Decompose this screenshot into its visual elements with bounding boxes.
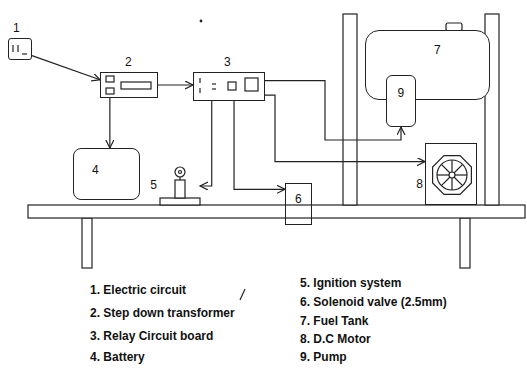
callout-number: 8	[416, 177, 423, 191]
relay-component	[245, 78, 258, 91]
relay-contact	[212, 88, 216, 89]
parts-key-entry: 1. Electric circuit	[90, 283, 186, 297]
parts-key-text: 5. Ignition system	[300, 276, 401, 290]
transformer-display	[121, 82, 151, 89]
transformer-terminal	[106, 76, 114, 82]
parts-key-text: 9. Pump	[300, 350, 347, 364]
callout-number: 1	[13, 21, 20, 35]
parts-key-entry: 4. Battery	[90, 350, 145, 364]
parts-key-text: 8. D.C Motor	[300, 332, 371, 346]
callout-number: 2	[125, 55, 132, 69]
frame-post	[343, 14, 357, 205]
ignition-switch: 5	[160, 166, 200, 206]
wire-arrow	[200, 101, 212, 186]
relay-contact	[212, 83, 216, 84]
ignition-drawing	[160, 166, 200, 206]
relay-board: 3	[193, 72, 265, 101]
transformer-box: 2	[100, 72, 158, 98]
parts-key-entry: 7. Fuel Tank	[300, 314, 368, 328]
parts-key-entry: 2. Step down transformer	[90, 306, 235, 320]
table-leg	[82, 218, 92, 268]
fuel-tank: 79	[365, 30, 490, 100]
parts-key-entry: 6. Solenoid valve (2.5mm)	[300, 295, 447, 309]
parts-key-entry: 5. Ignition system	[300, 276, 401, 290]
parts-key-text: 2. Step down transformer	[90, 306, 235, 320]
parts-key-text: 1. Electric circuit	[90, 283, 186, 297]
plug-pin	[17, 45, 18, 52]
callout-number: 4	[92, 163, 99, 177]
callout-number: 9	[397, 86, 404, 100]
motor-drawing	[426, 144, 478, 206]
callout-number: 5	[150, 178, 157, 192]
relay-contact	[199, 78, 200, 83]
pump-box: 9	[386, 75, 416, 127]
wire-arrow	[109, 98, 110, 148]
wire-arrow	[234, 101, 285, 189]
solenoid-valve: 6	[285, 183, 312, 225]
parts-key-entry: 8. D.C Motor	[300, 332, 371, 346]
table-top	[28, 205, 525, 218]
table-leg	[460, 218, 470, 268]
wire-arrow	[32, 56, 100, 80]
stray-dot	[200, 20, 202, 22]
power-socket: 1	[8, 38, 32, 60]
plug-pin	[22, 53, 27, 54]
relay-component	[228, 82, 236, 90]
relay-contact	[199, 88, 200, 93]
wire-arrow	[158, 84, 193, 85]
parts-key-text: 7. Fuel Tank	[300, 314, 368, 328]
stray-mark	[240, 289, 245, 300]
parts-key-entry: 9. Pump	[300, 350, 347, 364]
transformer-terminal	[106, 88, 114, 94]
callout-number: 6	[295, 192, 302, 206]
battery-box: 4	[73, 148, 140, 200]
parts-key-text: 4. Battery	[90, 350, 145, 364]
callout-number: 3	[224, 55, 231, 69]
parts-key-entry: 3. Relay Circuit board	[90, 329, 213, 343]
parts-key-text: 6. Solenoid valve (2.5mm)	[300, 295, 447, 309]
dc-motor: 8	[425, 143, 477, 205]
plug-pin	[12, 45, 13, 52]
callout-number: 7	[434, 43, 441, 57]
parts-key-text: 3. Relay Circuit board	[90, 329, 213, 343]
